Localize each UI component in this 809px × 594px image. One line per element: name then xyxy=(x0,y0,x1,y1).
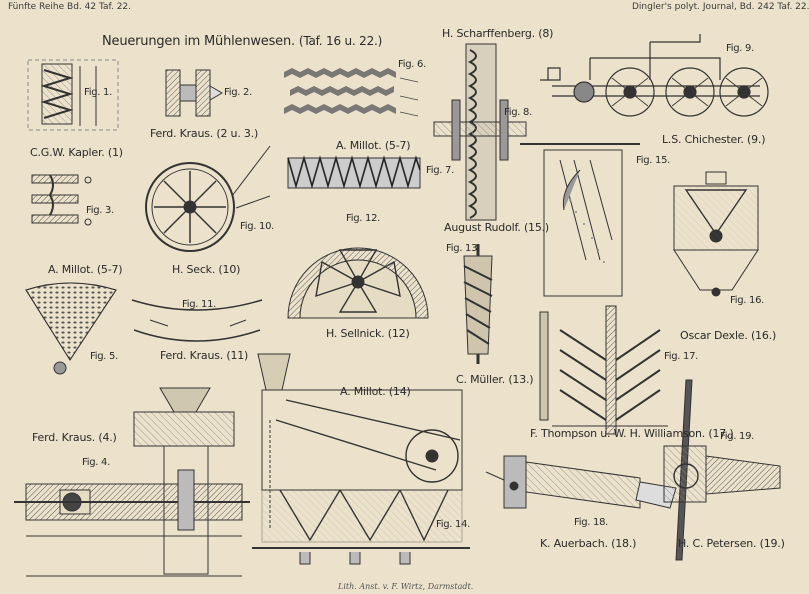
figure-number-11: Fig. 11. xyxy=(182,299,217,310)
caption-dexle: Oscar Dexle. (16.) xyxy=(680,329,777,342)
figure-number-7: Fig. 7. xyxy=(426,165,454,176)
figure-number-2: Fig. 2. xyxy=(224,87,252,98)
caption-sellnick: H. Sellnick. (12) xyxy=(326,327,410,340)
title-reference: (Taf. 16 u. 22.) xyxy=(298,34,383,48)
fig5-drawing xyxy=(25,282,117,375)
caption-millot-5-7-mid: A. Millot. (5-7) xyxy=(48,263,123,276)
fig7-drawing xyxy=(287,155,421,189)
caption-auerbach: K. Auerbach. (18.) xyxy=(540,537,637,550)
fig13-drawing xyxy=(463,244,493,364)
figure-number-4: Fig. 4. xyxy=(82,457,110,468)
title-text: Neuerungen im Mühlenwesen. xyxy=(102,34,295,49)
fig14-drawing xyxy=(252,353,470,565)
lithographer-imprint: Lith. Anst. v. F. Wirtz, Darmstadt. xyxy=(338,582,474,591)
caption-kapler: C.G.W. Kapler. (1) xyxy=(30,146,123,159)
figure-number-14: Fig. 14. xyxy=(436,519,471,530)
figure-number-9: Fig. 9. xyxy=(726,43,754,54)
figure-number-10: Fig. 10. xyxy=(240,221,275,232)
fig17-drawing xyxy=(539,305,668,435)
fig19-drawing xyxy=(663,379,781,561)
caption-kraus-4: Ferd. Kraus. (4.) xyxy=(32,431,117,444)
figure-number-16: Fig. 16. xyxy=(730,295,765,306)
fig3-drawing xyxy=(31,174,92,226)
plate-header-right: Dingler's polyt. Journal, Bd. 242 Taf. 2… xyxy=(632,2,809,12)
fig9-drawing xyxy=(540,34,769,117)
fig18-drawing xyxy=(485,455,677,509)
fig4-drawing xyxy=(14,387,250,577)
fig1-drawing xyxy=(27,59,119,131)
caption-thompson: F. Thompson u. W. H. Williamson. (17.) xyxy=(530,427,734,440)
figure-number-12: Fig. 12. xyxy=(346,213,381,224)
figure-number-3: Fig. 3. xyxy=(86,205,114,216)
figure-number-5: Fig. 5. xyxy=(90,351,118,362)
figure-number-1: Fig. 1. xyxy=(84,87,112,98)
caption-scharffenberg: H. Scharffenberg. (8) xyxy=(442,27,554,40)
fig6-drawing xyxy=(284,68,419,117)
fig8-drawing xyxy=(433,43,527,221)
fig11-drawing xyxy=(131,299,263,342)
caption-kraus-2u3: Ferd. Kraus. (2 u. 3.) xyxy=(150,127,259,140)
figure-number-13: Fig. 13. xyxy=(446,243,481,254)
caption-petersen: H. C. Petersen. (19.) xyxy=(678,537,785,550)
caption-seck: H. Seck. (10) xyxy=(172,263,241,276)
caption-chichester: L.S. Chichester. (9.) xyxy=(662,133,766,146)
fig12-drawing xyxy=(287,247,429,319)
figure-number-6: Fig. 6. xyxy=(398,59,426,70)
fig10-drawing xyxy=(145,145,271,252)
fig16-drawing xyxy=(673,171,759,297)
figure-number-19: Fig. 19. xyxy=(720,431,755,442)
caption-rudolf: August Rudolf. (15.) xyxy=(444,221,550,234)
figure-number-18: Fig. 18. xyxy=(574,517,609,528)
caption-millot-14: A. Millot. (14) xyxy=(340,385,411,398)
caption-kraus-11: Ferd. Kraus. (11) xyxy=(160,349,249,362)
figure-number-8: Fig. 8. xyxy=(504,107,532,118)
fig2-drawing xyxy=(165,69,223,117)
figure-number-15: Fig. 15. xyxy=(636,155,671,166)
caption-millot-5-7-top: A. Millot. (5-7) xyxy=(336,139,411,152)
plate-header-left: Fünfte Reihe Bd. 42 Taf. 22. xyxy=(8,2,132,12)
page-title: Neuerungen im Mühlenwesen. (Taf. 16 u. 2… xyxy=(102,34,382,49)
fig15-drawing xyxy=(520,143,640,297)
figure-number-17: Fig. 17. xyxy=(664,351,699,362)
caption-mueller: C. Müller. (13.) xyxy=(456,373,534,386)
